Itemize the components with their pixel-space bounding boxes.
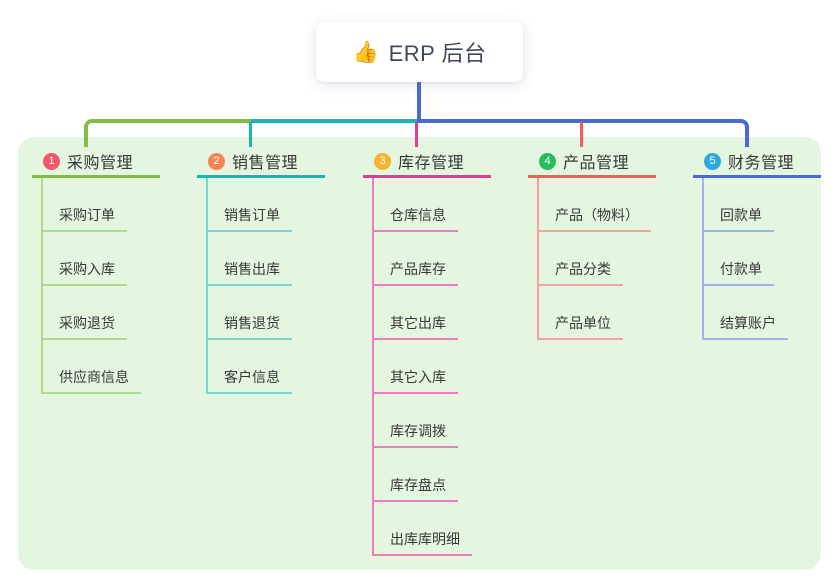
child-node[interactable]: 结算账户 bbox=[704, 315, 788, 340]
branch: 4 产品管理 产品（物料） 产品分类产品单位 bbox=[528, 147, 678, 340]
child-node[interactable]: 客户信息 bbox=[208, 369, 292, 394]
child-node[interactable]: 产品分类 bbox=[539, 261, 623, 286]
branch-number-badge: 2 bbox=[208, 152, 225, 170]
branch-node[interactable]: 2 销售管理 bbox=[197, 147, 325, 178]
child-node[interactable]: 其它入库 bbox=[374, 369, 458, 394]
child-row: 出库库明细 bbox=[374, 502, 513, 556]
branch-label: 销售管理 bbox=[232, 155, 299, 172]
child-row: 结算账户 bbox=[704, 286, 839, 340]
branch: 5 财务管理 回款单付款单结算账户 bbox=[693, 147, 839, 340]
branch-children: 回款单付款单结算账户 bbox=[702, 178, 839, 340]
branch-children: 销售订单销售出库销售退货客户信息 bbox=[206, 178, 347, 394]
child-node[interactable]: 回款单 bbox=[704, 207, 774, 232]
branch-node[interactable]: 1 采购管理 bbox=[32, 147, 160, 178]
child-node[interactable]: 产品单位 bbox=[539, 315, 623, 340]
child-row: 产品单位 bbox=[539, 286, 678, 340]
child-row: 采购退货 bbox=[43, 286, 182, 340]
branch: 2 销售管理 销售订单销售出库销售退货客户信息 bbox=[197, 147, 347, 394]
branches-background-panel bbox=[18, 137, 821, 570]
child-node[interactable]: 付款单 bbox=[704, 261, 774, 286]
child-node[interactable]: 销售订单 bbox=[208, 207, 292, 232]
branch-label: 财务管理 bbox=[728, 155, 795, 172]
child-row: 仓库信息 bbox=[374, 178, 513, 232]
branch-number-badge: 4 bbox=[539, 152, 556, 170]
child-row: 产品库存 bbox=[374, 232, 513, 286]
child-row: 其它出库 bbox=[374, 286, 513, 340]
root-node-label: ERP 后台 bbox=[388, 41, 487, 66]
child-node[interactable]: 产品（物料） bbox=[539, 207, 651, 232]
child-row: 其它入库 bbox=[374, 340, 513, 394]
thumbs-up-icon: 👍 bbox=[352, 40, 379, 64]
child-row: 销售退货 bbox=[208, 286, 347, 340]
connector-drop bbox=[415, 122, 418, 147]
connector-bus-middle bbox=[251, 119, 417, 123]
child-row: 产品（物料） bbox=[539, 178, 678, 232]
branch-number-badge: 5 bbox=[704, 152, 721, 170]
connector-drop bbox=[249, 122, 252, 147]
child-row: 供应商信息 bbox=[43, 340, 182, 394]
branch-node[interactable]: 3 库存管理 bbox=[363, 147, 491, 178]
branch-label: 库存管理 bbox=[398, 155, 465, 172]
child-row: 采购订单 bbox=[43, 178, 182, 232]
branch-node[interactable]: 5 财务管理 bbox=[693, 147, 821, 178]
child-node[interactable]: 其它出库 bbox=[374, 315, 458, 340]
child-node[interactable]: 库存调拨 bbox=[374, 423, 458, 448]
child-node[interactable]: 产品库存 bbox=[374, 261, 458, 286]
branch-number-badge: 3 bbox=[374, 152, 391, 170]
child-node[interactable]: 采购退货 bbox=[43, 315, 127, 340]
child-row: 采购入库 bbox=[43, 232, 182, 286]
branch-label: 产品管理 bbox=[563, 155, 630, 172]
branch: 1 采购管理 采购订单采购入库采购退货供应商信息 bbox=[32, 147, 182, 394]
child-row: 销售出库 bbox=[208, 232, 347, 286]
child-node[interactable]: 库存盘点 bbox=[374, 477, 458, 502]
connector-bus-left-elbow bbox=[84, 119, 251, 147]
child-node[interactable]: 仓库信息 bbox=[374, 207, 458, 232]
child-row: 回款单 bbox=[704, 178, 839, 232]
child-row: 库存盘点 bbox=[374, 448, 513, 502]
connector-root-stem bbox=[417, 81, 421, 122]
child-row: 销售订单 bbox=[208, 178, 347, 232]
child-row: 付款单 bbox=[704, 232, 839, 286]
child-node[interactable]: 采购订单 bbox=[43, 207, 127, 232]
branch-children: 仓库信息产品库存其它出库其它入库库存调拨库存盘点出库库明细 bbox=[372, 178, 513, 556]
branch-node[interactable]: 4 产品管理 bbox=[528, 147, 656, 178]
branch-number-badge: 1 bbox=[43, 152, 60, 170]
child-node[interactable]: 采购入库 bbox=[43, 261, 127, 286]
child-row: 客户信息 bbox=[208, 340, 347, 394]
root-node[interactable]: 👍 ERP 后台 bbox=[316, 22, 523, 82]
child-node[interactable]: 供应商信息 bbox=[43, 369, 141, 394]
branch: 3 库存管理 仓库信息产品库存其它出库其它入库库存调拨库存盘点出库库明细 bbox=[363, 147, 513, 556]
branch-children: 采购订单采购入库采购退货供应商信息 bbox=[41, 178, 182, 394]
branch-label: 采购管理 bbox=[67, 155, 134, 172]
child-row: 产品分类 bbox=[539, 232, 678, 286]
connector-drop bbox=[580, 122, 583, 147]
connector-bus-right-elbow bbox=[417, 119, 749, 147]
child-node[interactable]: 销售退货 bbox=[208, 315, 292, 340]
child-node[interactable]: 销售出库 bbox=[208, 261, 292, 286]
branch-children: 产品（物料） 产品分类产品单位 bbox=[537, 178, 678, 340]
child-node[interactable]: 出库库明细 bbox=[374, 531, 472, 556]
child-row: 库存调拨 bbox=[374, 394, 513, 448]
